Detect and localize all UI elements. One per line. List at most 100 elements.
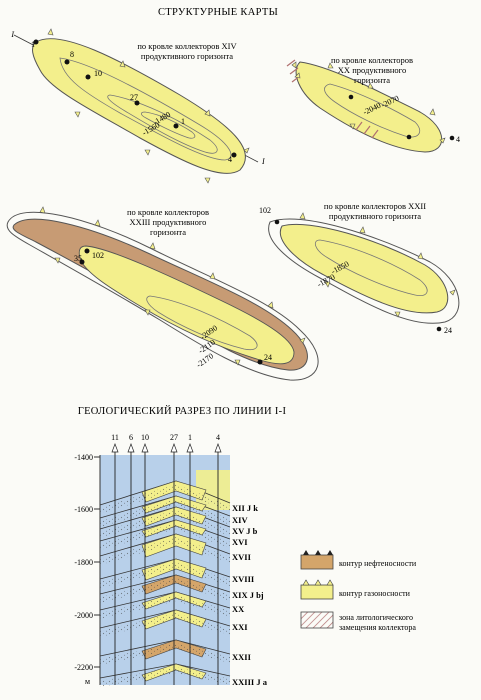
section-wells [111,443,222,685]
section-well-label: 4 [216,433,220,442]
sandstone-pattern [100,523,230,550]
map-xxiii: по кровле коллекторов XXIII продуктивног… [6,206,319,381]
map-xxiii-caption-3: горизонта [150,227,186,237]
well-label: 102 [92,251,104,260]
well-label: 4 [228,155,232,164]
depth-label: -1800 [74,558,93,567]
well-label: 1 [181,117,185,126]
well-label: 35 [74,254,82,263]
map-xiv-gas-area [32,38,246,174]
horizon-label: XX [232,604,245,614]
map-xx-caption-3: горизонта [354,75,390,85]
section-well-head-icon [186,443,194,453]
map-xiv-wells: 1 8 10 27 1 4 [31,39,237,164]
horizon-label: XVIII [232,574,255,584]
horizon-label: XV J b [232,526,258,536]
well-label: 4 [456,135,460,144]
well-marker [84,248,90,254]
legend-item-substitution: зона литологического замещения коллектор… [300,611,416,632]
map-xxii-boundary-ticks [299,212,456,318]
well-marker [436,326,442,332]
legend-ticks-oil [303,550,333,555]
well-marker [348,94,354,100]
map-xxiii-gas-area [78,245,295,365]
section-line-label-end: I [261,157,265,166]
well-marker [406,134,412,140]
well-marker [231,152,237,158]
section-well-label: 6 [129,433,133,442]
well-label: 27 [130,93,138,102]
well-marker [85,74,91,80]
map-xxii-outer-contour [268,218,460,324]
horizon-label: XXII [232,652,252,662]
section-well-head-icon [214,443,222,453]
horizon-label: XIX J bj [232,590,264,600]
map-xiv-contour-inner [140,111,196,139]
well-marker [134,100,140,106]
legend-label-substitution-2: замещения коллектора [339,623,416,632]
section-well-head-icon [170,443,178,453]
sandstone-pattern [100,578,230,603]
map-xxiii-contour-inner [146,295,258,351]
map-xx-caption-1: по кровле коллекторов [331,55,413,65]
sandstone-pattern [100,499,230,527]
map-xiv-caption-1: по кровле коллекторов XIV [137,41,237,51]
map-xxiii-contour-label-3: -2170 [195,351,215,369]
section-line-label: I [10,30,14,39]
well-label: 24 [264,353,272,362]
legend-label-gas: контур газоносности [339,589,411,598]
map-xxii-contour-inner [314,239,428,297]
sandstone-pattern [100,595,230,619]
legend-swatch-substitution [300,611,334,629]
map-xiv-boundary-ticks [47,28,250,184]
section-well-label: 11 [111,433,119,442]
structural-maps-title: СТРУКТУРНЫЕ КАРТЫ [158,7,278,18]
map-xiv-contour-mid [107,94,218,154]
depth-unit: м [85,677,90,686]
well-marker [173,123,179,129]
well-marker [33,39,39,45]
section-well-label: 27 [170,433,178,442]
horizon-label: XII J k [232,503,258,513]
well-label: 8 [70,50,74,59]
section-title: ГЕОЛОГИЧЕСКИЙ РАЗРЕЗ ПО ЛИНИИ I-I [78,405,287,417]
section-well-head-icon [141,443,149,453]
map-xiv: I I по кровле коллекторов XIV продуктивн… [10,28,265,184]
map-xiv-contour-outer [59,57,232,161]
map-xx: по кровле коллекторов XX продуктивного г… [286,55,460,153]
well-marker [64,59,70,65]
section-well-numbers: 11 6 10 27 1 4 [111,433,220,442]
well-label: 1 [31,40,35,49]
sandstone-pattern [100,484,230,514]
well-marker [274,219,280,225]
map-xx-contour-inner [324,83,421,138]
legend-item-oil: контур нефтеносности [300,550,417,570]
map-xx-boundary-ticks [291,61,446,144]
horizon-labels: XII J k XIV XV J b XVI XVII XVIII XIX J … [232,503,268,687]
well-marker [79,259,85,265]
legend-swatch-gas [300,584,334,600]
map-xxii-caption-1: по кровле коллекторов XXII [324,201,426,211]
map-xxiii-caption-1: по кровле коллекторов [127,207,209,217]
map-xxii-gas-area [279,223,449,314]
well-label: 24 [444,326,452,335]
section-well-label: 10 [141,433,149,442]
sandstone-pattern [100,667,230,687]
horizon-label: XXI [232,622,248,632]
legend-item-gas: контур газоносности [300,579,411,600]
section-well-label: 1 [188,433,192,442]
depth-label: -2000 [74,611,93,620]
map-xx-caption-2: XX продуктивного [338,65,406,75]
depth-label: -2200 [74,663,93,672]
map-xiv-caption-2: продуктивного горизонта [141,51,233,61]
sandstone-pattern [100,562,230,588]
sandstone-pattern [100,613,230,637]
map-xxii-contour-label-2: -1870 [316,272,337,289]
legend-ticks-gas [302,579,334,586]
map-xxiii-caption-2: XXIII продуктивного [130,217,207,227]
section-well-head-icon [127,443,135,453]
map-xxiii-boundary-ticks [39,206,306,366]
section-well-head-icon [111,443,119,453]
